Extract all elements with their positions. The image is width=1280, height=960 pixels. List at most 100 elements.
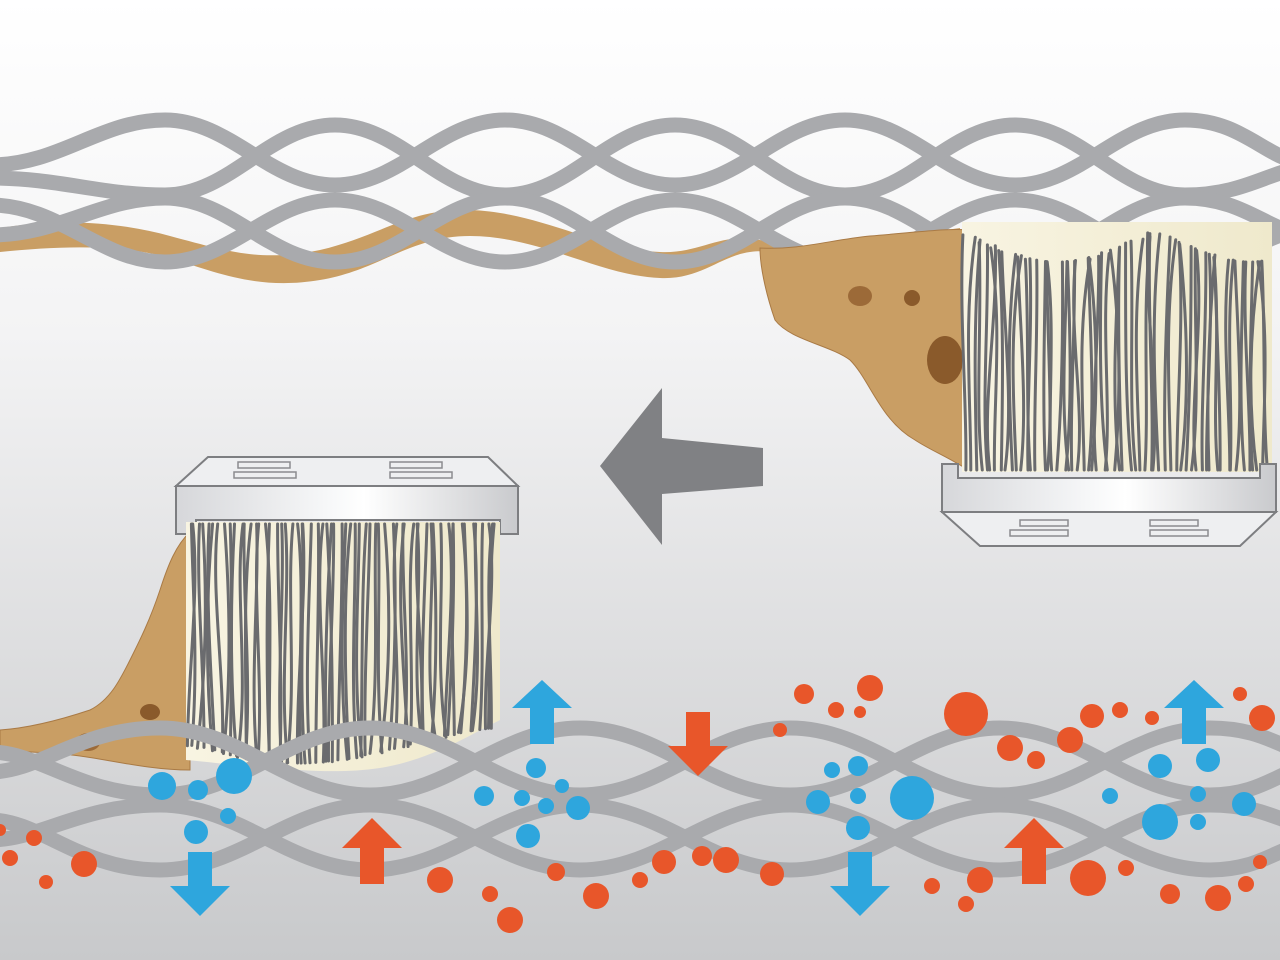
blue-particle [1142, 804, 1178, 840]
blue-particles [148, 748, 1256, 848]
orange-particle [1238, 876, 1254, 892]
blue-particle [890, 776, 934, 820]
bristle [1184, 245, 1193, 472]
tray-vent [389, 461, 443, 469]
blue-particle [188, 780, 208, 800]
bristle [966, 235, 977, 472]
sediment-clump [140, 704, 160, 720]
bristle [1072, 259, 1081, 472]
brush-top-right-tray-base [939, 511, 1279, 547]
bristle [399, 522, 410, 748]
orange-particle [958, 896, 974, 912]
bristle [1152, 232, 1162, 472]
brush-top-right-bristles [960, 231, 1269, 472]
bottom-wave-upper [0, 720, 1280, 803]
bristle [1175, 240, 1183, 472]
bristle [1064, 260, 1072, 472]
blue-particle [850, 788, 866, 804]
up-arrow-icon [342, 818, 402, 884]
bristle [430, 522, 438, 741]
bristle [278, 522, 284, 764]
blue-particle [1190, 814, 1206, 830]
bristle [1145, 231, 1157, 472]
bristle [1117, 245, 1124, 472]
bristle [1260, 259, 1269, 472]
tray-vent [1019, 519, 1069, 527]
bristle [185, 522, 197, 748]
bristle [408, 522, 416, 746]
bristle [983, 243, 990, 472]
blue-particle [1196, 748, 1220, 772]
orange-particle [1145, 711, 1159, 725]
bristle [282, 522, 290, 765]
orange-particle [583, 883, 609, 909]
orange-particle [497, 907, 523, 933]
bristle [1023, 257, 1032, 472]
bristle [1000, 250, 1011, 472]
bristle [1228, 258, 1235, 472]
bristle [1055, 260, 1065, 472]
up-arrow-icon [1164, 680, 1224, 744]
orange-particle [967, 867, 993, 893]
orange-particle [692, 846, 712, 866]
blue-particle [848, 756, 868, 776]
orange-particle [26, 830, 42, 846]
orange-particle [71, 851, 97, 877]
bristle [1092, 254, 1101, 472]
bristle [977, 241, 984, 472]
bristle [997, 249, 1005, 472]
bristle [1233, 259, 1242, 472]
blue-particle [1102, 788, 1118, 804]
tray-vent [389, 471, 453, 479]
orange-particle [828, 702, 844, 718]
bristle [295, 522, 306, 765]
orange-particle [1160, 884, 1180, 904]
blue-particle [555, 779, 569, 793]
bristle [1062, 260, 1071, 472]
up-arrow-icon [512, 680, 572, 744]
orange-particle [1249, 705, 1275, 731]
down-arrow-icon [830, 852, 890, 916]
bristle [1206, 253, 1217, 472]
orange-particle [482, 886, 498, 902]
blue-particle [1148, 754, 1172, 778]
bristle [1178, 242, 1188, 472]
blue-particle [514, 790, 530, 806]
bristle [420, 522, 429, 743]
bristle [189, 522, 197, 747]
orange-particle [0, 824, 6, 836]
bristle [1192, 249, 1201, 472]
bristle [1166, 238, 1178, 472]
bristle [438, 522, 448, 739]
blue-particle [220, 808, 236, 824]
bristle [1103, 252, 1111, 472]
orange-particle [760, 862, 784, 886]
blue-particle [148, 772, 176, 800]
tray-vent [1149, 519, 1199, 527]
bristle [222, 522, 231, 755]
blue-particle [806, 790, 830, 814]
orange-particle [944, 692, 988, 736]
tray-vent [1149, 529, 1209, 537]
orange-particles [0, 675, 1275, 933]
down-arrow-icon [668, 712, 728, 776]
orange-particle [794, 684, 814, 704]
orange-particle [39, 875, 53, 889]
bristle [285, 522, 295, 765]
down-arrow-icon [170, 852, 230, 916]
orange-particle [997, 735, 1023, 761]
blue-particle [526, 758, 546, 778]
bristle [487, 522, 496, 730]
bristle [1045, 260, 1054, 472]
orange-particle [1080, 704, 1104, 728]
tray-vent [237, 461, 291, 469]
orange-particle [632, 872, 648, 888]
bristle [229, 522, 239, 758]
bristle [206, 522, 217, 752]
blue-particle [1232, 792, 1256, 816]
bristle [265, 522, 272, 763]
bristle [1163, 235, 1172, 472]
bristle [1080, 257, 1092, 472]
